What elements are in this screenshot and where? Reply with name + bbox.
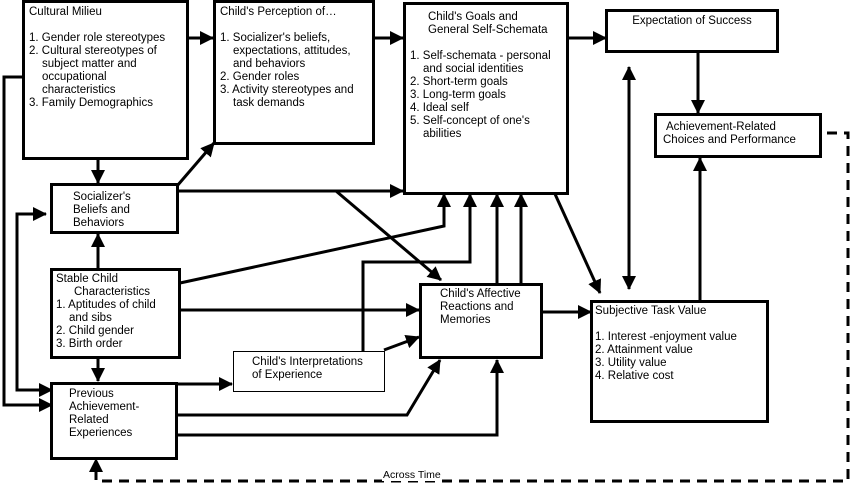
stable-child-line2: Characteristics — [74, 286, 151, 298]
previous-line3: Related — [69, 414, 109, 426]
goals-title-line2: General Self-Schemata — [428, 24, 548, 36]
cultural-milieu-item: 2. Cultural stereotypes of subject matte… — [29, 45, 157, 96]
achievement-choices-line1: Achievement-Related — [666, 121, 776, 133]
goals-item: 5. Self-concept of one's abilities — [410, 115, 530, 140]
task-value-item: 2. Attainment value — [595, 344, 693, 356]
arrow-goals-to-taskvalue — [553, 193, 602, 294]
cultural-milieu-item: 3. Family Demographics — [29, 97, 153, 109]
expectation-success-title: Expectation of Success — [632, 15, 752, 27]
goals-item: 4. Ideal self — [410, 102, 469, 114]
goals-title-line1: Child's Goals and — [428, 11, 518, 23]
socializers-line1: Socializer's — [73, 191, 131, 203]
task-value-title: Subjective Task Value — [595, 305, 707, 317]
arrow-previous-to-affective-2 — [177, 359, 504, 437]
task-value-item: 3. Utility value — [595, 357, 667, 369]
previous-line2: Achievement- — [69, 401, 140, 413]
box-childs-perception: Child's Perception of… 1. Socializer's b… — [213, 0, 375, 145]
arrow-socializers-to-perception — [175, 142, 216, 187]
arrow-interpretations-to-affective — [383, 334, 420, 352]
achievement-choices-line2: Choices and Performance — [663, 134, 796, 146]
box-subjective-task-value: Subjective Task Value 1. Interest -enjoy… — [590, 300, 769, 423]
box-achievement-choices: Achievement-Related Choices and Performa… — [654, 113, 822, 158]
box-cultural-milieu: Cultural Milieu 1. Gender role stereotyp… — [22, 0, 189, 160]
box-childs-interpretations: Child's Interpretations of Experience — [233, 351, 385, 392]
affective-line2: Reactions and — [440, 301, 514, 313]
feedback-across-time-line — [94, 131, 850, 483]
childs-perception-item: 1. Socializer's beliefs, expectations, a… — [220, 32, 351, 70]
arrow-previous-to-affective-1 — [177, 359, 442, 417]
box-previous-achievement: Previous Achievement- Related Experience… — [50, 382, 178, 460]
task-value-item: 1. Interest -enjoyment value — [595, 331, 737, 343]
feedback-arrowhead — [89, 458, 103, 472]
box-stable-child: Stable Child Characteristics 1. Aptitude… — [50, 268, 181, 359]
affective-line1: Child's Affective — [440, 288, 521, 300]
childs-perception-item: 2. Gender roles — [220, 71, 300, 83]
stable-child-item: 2. Child gender — [56, 325, 134, 337]
cultural-milieu-item: 1. Gender role stereotypes — [29, 32, 166, 44]
goals-item: 1. Self-schemata - personal and social i… — [410, 50, 551, 75]
arrow-stable-to-goals — [179, 193, 451, 285]
box-affective-reactions: Child's Affective Reactions and Memories — [419, 283, 543, 359]
across-time-label: Across Time — [382, 469, 442, 481]
task-value-item: 4. Relative cost — [595, 370, 674, 382]
box-expectation-success: Expectation of Success — [605, 9, 779, 53]
box-goals-self-schemata: Child's Goals and General Self-Schemata … — [403, 2, 569, 195]
childs-perception-item: 3. Activity stereotypes and task demands — [220, 84, 354, 109]
previous-line1: Previous — [69, 388, 114, 400]
previous-line4: Experiences — [69, 427, 133, 439]
affective-line3: Memories — [440, 314, 491, 326]
stable-child-item: 3. Birth order — [56, 338, 123, 350]
arrow-interpretations-to-goals — [361, 193, 477, 352]
stable-child-line1: Stable Child — [56, 273, 119, 285]
cultural-milieu-title: Cultural Milieu — [29, 6, 102, 18]
interpretations-line2: of Experience — [252, 369, 323, 381]
arrow-left-loop — [15, 212, 53, 397]
interpretations-line1: Child's Interpretations — [252, 356, 363, 368]
childs-perception-title: Child's Perception of… — [220, 6, 337, 18]
arrow-socializers-to-affective — [335, 189, 442, 282]
box-socializers-beliefs: Socializer's Beliefs and Behaviors — [50, 183, 179, 234]
goals-item: 2. Short-term goals — [410, 76, 508, 88]
socializers-line3: Behaviors — [73, 217, 125, 229]
socializers-line2: Beliefs and — [73, 204, 130, 216]
stable-child-item: 1. Aptitudes of child and sibs — [56, 299, 156, 324]
goals-item: 3. Long-term goals — [410, 89, 506, 101]
